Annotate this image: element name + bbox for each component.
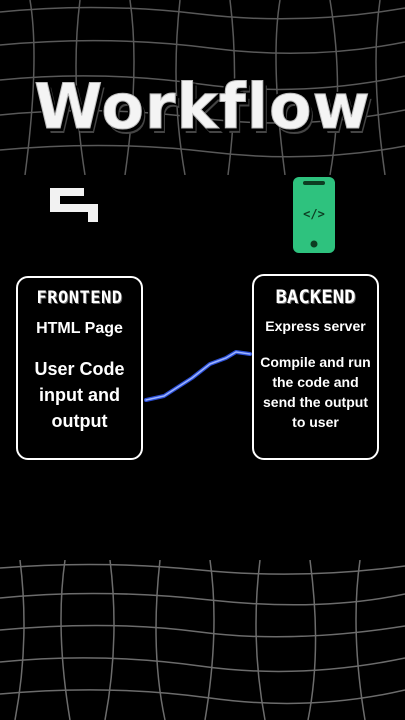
frontend-box: FRONTEND HTML Page User Code input and o… [16, 276, 143, 460]
code-phone-icon: </> [293, 177, 335, 253]
backend-subtitle: Express server [265, 318, 366, 334]
connector-line [144, 350, 252, 402]
backend-heading: BACKEND [275, 286, 356, 308]
frontend-subtitle: HTML Page [36, 320, 123, 337]
backend-box: BACKEND Express server Compile and run t… [252, 274, 379, 460]
frontend-description: User Code input and output [34, 359, 125, 431]
page-title: Workflow [34, 70, 371, 144]
backend-description: Compile and run the code and send the ou… [260, 354, 371, 430]
frontend-heading: FRONTEND [36, 288, 123, 308]
grid-background-bottom [0, 560, 405, 720]
svg-text:</>: </> [303, 207, 325, 221]
bracket-logo-icon [50, 188, 98, 222]
